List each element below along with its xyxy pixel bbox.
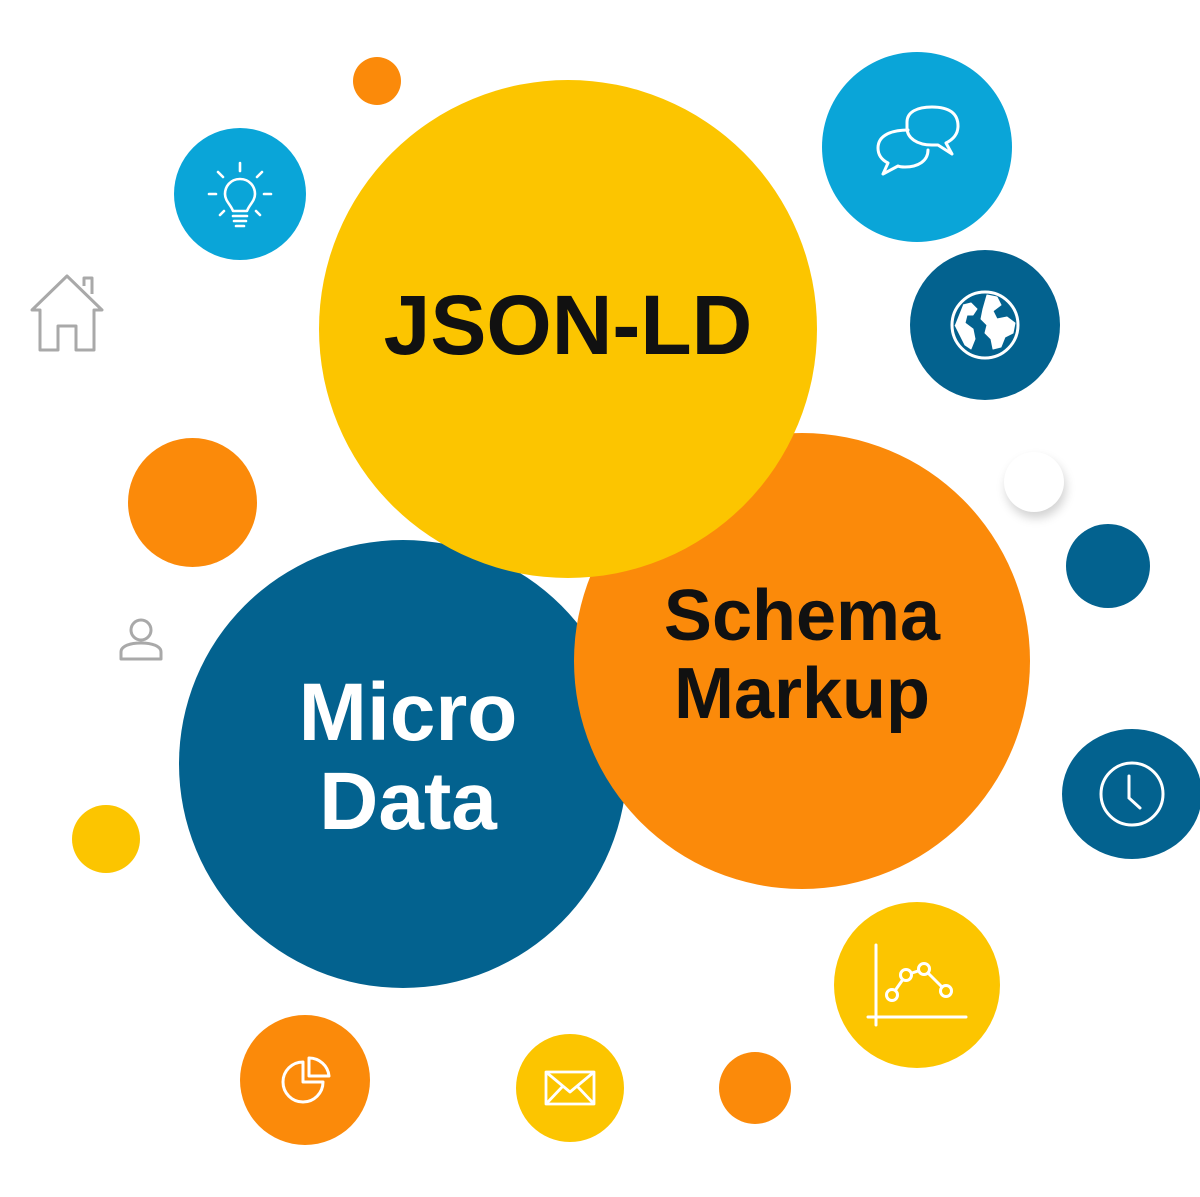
schema-markup-label: Schema Markup <box>663 576 941 734</box>
lightbulb-circle <box>174 128 306 260</box>
json-ld-circle: JSON-LD <box>319 80 817 578</box>
user-icon <box>118 616 164 667</box>
line-chart-icon <box>862 935 972 1035</box>
orange-dot-left <box>128 438 257 567</box>
schema-markup-circle: Schema Markup <box>574 433 1030 889</box>
orange-dot-top <box>353 57 401 105</box>
chat-circle <box>822 52 1012 242</box>
pie-chart-icon <box>277 1052 333 1108</box>
micro-data-line1: Micro <box>298 667 518 759</box>
micro-data-circle: Micro Data <box>179 540 627 988</box>
line-chart-circle <box>834 902 1000 1068</box>
orange-dot-bottom <box>719 1052 791 1124</box>
globe-icon <box>945 285 1025 365</box>
micro-data-line2: Data <box>319 756 497 847</box>
globe-circle <box>910 250 1060 400</box>
micro-data-label: Micro Data <box>299 669 518 846</box>
schema-markup-line2: Markup <box>673 654 931 734</box>
clock-circle <box>1062 729 1200 859</box>
json-ld-label: JSON-LD <box>383 277 753 372</box>
lightbulb-icon <box>195 149 285 239</box>
pie-chart-circle <box>240 1015 370 1145</box>
envelope-circle <box>516 1034 624 1142</box>
chat-bubbles-icon <box>862 102 972 192</box>
clock-icon <box>1096 758 1168 830</box>
envelope-icon <box>543 1068 597 1108</box>
yellow-dot-left <box>72 805 140 873</box>
white-dot-shadow <box>1004 452 1064 512</box>
home-icon <box>28 272 106 359</box>
dark-blue-dot-right <box>1066 524 1150 608</box>
schema-markup-line1: Schema <box>663 576 941 657</box>
